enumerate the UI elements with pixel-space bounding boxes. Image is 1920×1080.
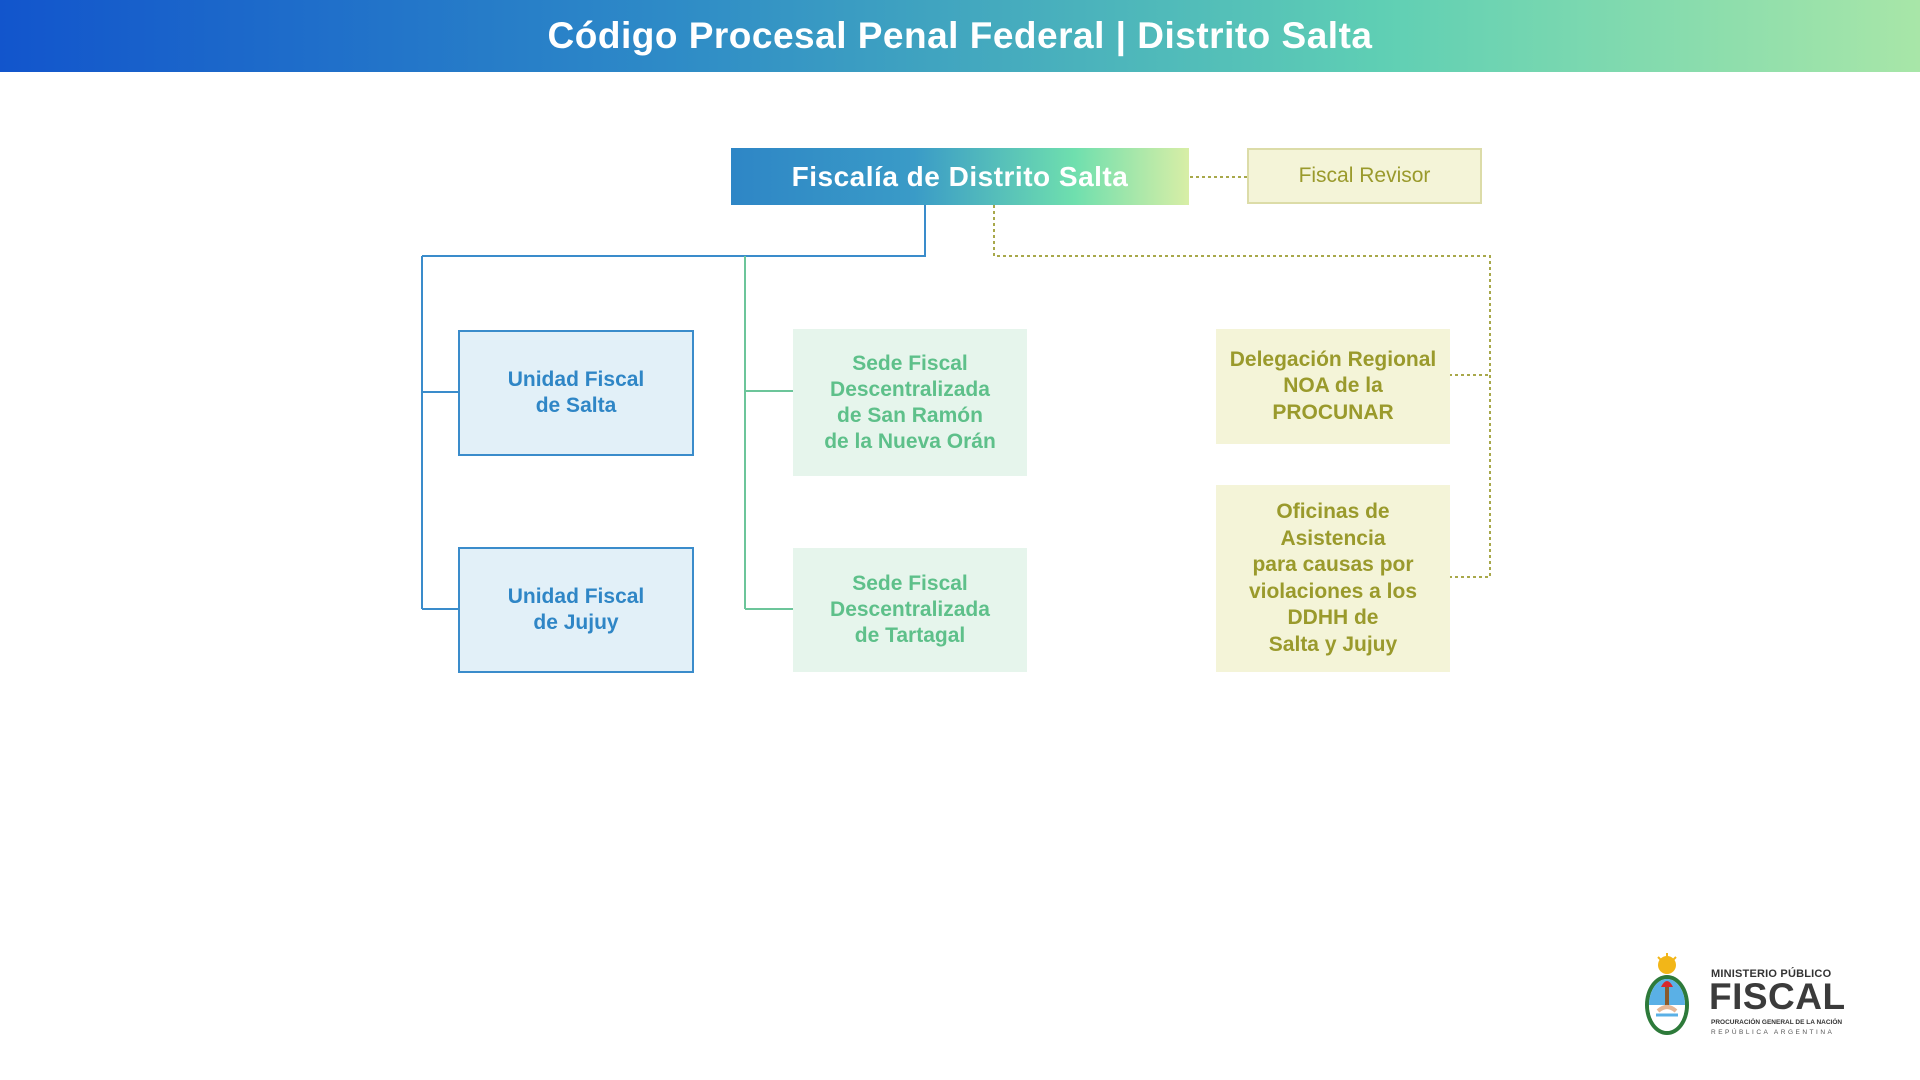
ministerio-publico-fiscal-logo: MINISTERIO PÚBLICO FISCAL PROCURACIÓN GE… xyxy=(1636,953,1846,1043)
unidad-fiscal-salta-box: Unidad Fiscal de Salta xyxy=(458,330,694,456)
logo-fiscal-text: FISCAL xyxy=(1709,976,1846,1017)
fiscalia-distrito-box: Fiscalía de Distrito Salta xyxy=(731,148,1189,205)
sede-fiscal-tartagal-box: Sede Fiscal Descentralizada de Tartagal xyxy=(793,548,1027,672)
fiscal-revisor-box: Fiscal Revisor xyxy=(1247,148,1482,204)
national-emblem-icon xyxy=(1645,953,1689,1035)
sede-fiscal-oran-box: Sede Fiscal Descentralizada de San Ramón… xyxy=(793,329,1027,476)
logo-procuracion-text: PROCURACIÓN GENERAL DE LA NACIÓN xyxy=(1711,1019,1843,1026)
logo-republica-text: REPÚBLICA ARGENTINA xyxy=(1711,1029,1835,1036)
delegacion-procunar-box: Delegación Regional NOA de la PROCUNAR xyxy=(1216,329,1450,444)
logo-ministerio-text: MINISTERIO PÚBLICO xyxy=(1711,968,1832,980)
connector-dotted-down xyxy=(993,205,1491,577)
page-title: Código Procesal Penal Federal | Distrito… xyxy=(547,15,1373,56)
header-banner: Código Procesal Penal Federal | Distrito… xyxy=(0,0,1920,72)
unidad-fiscal-jujuy-box: Unidad Fiscal de Jujuy xyxy=(458,547,694,673)
oficinas-asistencia-box: Oficinas de Asistencia para causas por v… xyxy=(1216,485,1450,672)
